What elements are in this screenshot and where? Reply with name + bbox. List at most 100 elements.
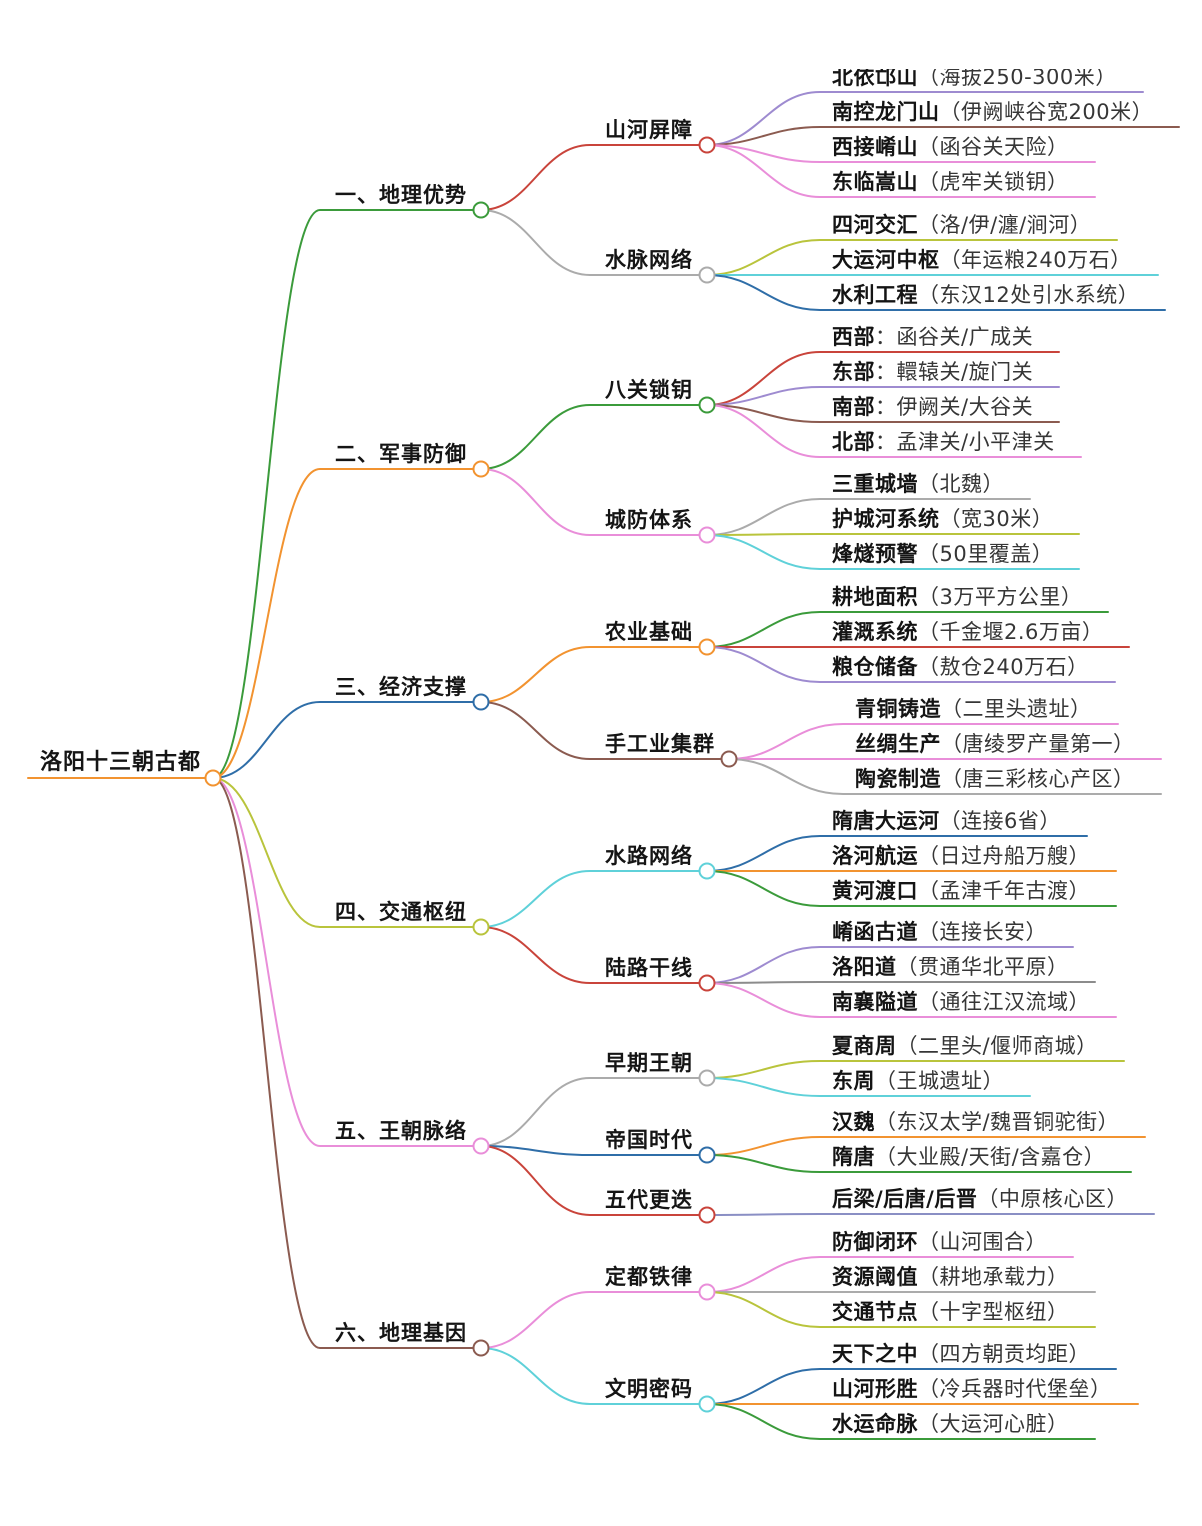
subtopic-connector bbox=[480, 1291, 708, 1349]
leaf-key: 夏商周 bbox=[832, 1034, 897, 1058]
leaf-item: 山河形胜（冷兵器时代堡垒） bbox=[832, 1377, 1112, 1401]
leaf-desc: （中原核心区） bbox=[977, 1187, 1128, 1211]
leaf-desc: （唐绫罗产量第一） bbox=[941, 732, 1135, 756]
leaf-desc: （50里覆盖） bbox=[918, 542, 1054, 566]
leaf-desc: （孟津千年古渡） bbox=[918, 879, 1090, 903]
leaf-connector bbox=[706, 870, 1117, 907]
leaf-connector bbox=[728, 758, 1162, 795]
leaf-item: 黄河渡口（孟津千年古渡） bbox=[832, 879, 1090, 903]
leaf-connector bbox=[706, 1213, 1155, 1216]
leaf-key: 南控龙门山 bbox=[832, 100, 940, 124]
leaf-item: 后梁/后唐/后晋（中原核心区） bbox=[832, 1187, 1128, 1211]
leaf-connector bbox=[706, 981, 1096, 984]
leaf-item: 防御闭环（山河围合） bbox=[832, 1230, 1047, 1254]
leaf-connector bbox=[706, 144, 1096, 163]
leaf-desc: （王城遗址） bbox=[875, 1069, 1004, 1093]
leaf-item: 西部：函谷关/广成关 bbox=[832, 325, 1033, 349]
leaf-key: 交通节点 bbox=[832, 1300, 918, 1324]
leaf-desc: （虎牢关锁钥） bbox=[918, 170, 1069, 194]
node-circle bbox=[698, 136, 716, 154]
leaf-item: 夏商周（二里头/偃师商城） bbox=[832, 1034, 1098, 1058]
leaf-item: 丝绸生产（唐绫罗产量第一） bbox=[855, 732, 1135, 756]
leaf-key: 西接崤山 bbox=[832, 135, 918, 159]
main-topic-connector bbox=[212, 777, 482, 928]
leaf-connector bbox=[706, 404, 1082, 458]
leaf-connector bbox=[706, 611, 1109, 648]
leaf-connector bbox=[706, 1368, 1117, 1405]
node-circle bbox=[698, 266, 716, 284]
leaf-item: 耕地面积（3万平方公里） bbox=[832, 585, 1082, 609]
leaf-desc: ：轘辕关/旋门关 bbox=[875, 360, 1034, 384]
subtopic-early-dynasties: 早期王朝 bbox=[605, 1051, 693, 1075]
leaf-desc: （大业殿/天街/含嘉仓） bbox=[875, 1145, 1106, 1169]
subtopic-five-dynasties: 五代更迭 bbox=[605, 1188, 693, 1212]
leaf-key: 后梁/后唐/后晋 bbox=[832, 1187, 978, 1211]
leaf-item: 天下之中（四方朝贡均距） bbox=[832, 1342, 1090, 1366]
subtopic-water-network: 水脉网络 bbox=[605, 248, 693, 272]
subtopic-connector bbox=[480, 468, 708, 536]
leaf-key: 天下之中 bbox=[832, 1342, 918, 1366]
main-topic-military: 二、军事防御 bbox=[335, 442, 467, 466]
node-circles bbox=[204, 136, 738, 1413]
leaf-item: 资源阈值（耕地承载力） bbox=[832, 1265, 1069, 1289]
subtopic-city-defense: 城防体系 bbox=[605, 508, 693, 532]
leaf-key: 东部 bbox=[832, 360, 875, 384]
leaf-key: 三重城墙 bbox=[832, 472, 918, 496]
leaf-item: 东周（王城遗址） bbox=[832, 1069, 1004, 1093]
leaf-key: 水利工程 bbox=[832, 283, 918, 307]
leaf-connector bbox=[706, 1136, 1146, 1156]
leaf-key: 防御闭环 bbox=[832, 1230, 918, 1254]
node-circle bbox=[698, 1395, 716, 1413]
leaf-desc: ：伊阙关/大谷关 bbox=[875, 395, 1034, 419]
node-circle bbox=[472, 1137, 490, 1155]
leaf-connector bbox=[706, 126, 1180, 146]
leaf-key: 崤函古道 bbox=[832, 920, 918, 944]
leaf-key: 灌溉系统 bbox=[832, 620, 918, 644]
leaf-item: 陶瓷制造（唐三彩核心产区） bbox=[855, 767, 1135, 791]
leaf-desc: （贯通华北平原） bbox=[896, 955, 1069, 979]
leaf-desc: （函谷关天险） bbox=[918, 135, 1069, 159]
leaf-key: 黄河渡口 bbox=[832, 879, 918, 903]
subtopic-handicraft: 手工业集群 bbox=[605, 732, 715, 756]
leaf-key: 东周 bbox=[832, 1069, 875, 1093]
leaf-key: 丝绸生产 bbox=[855, 732, 941, 756]
leaf-item: 青铜铸造（二里头遗址） bbox=[855, 697, 1092, 721]
node-circle bbox=[720, 750, 738, 768]
leaf-desc: （十字型枢纽） bbox=[918, 1300, 1069, 1324]
node-circle bbox=[698, 1206, 716, 1224]
leaf-key: 隋唐大运河 bbox=[832, 809, 940, 833]
leaf-desc: （敖仓240万石） bbox=[918, 655, 1089, 679]
subtopic-connector bbox=[480, 144, 708, 211]
leaf-key: 山河形胜 bbox=[832, 1377, 918, 1401]
leaf-key: 汉魏 bbox=[832, 1110, 875, 1134]
leaf-connector bbox=[706, 1060, 1125, 1079]
leaf-desc: （四方朝贡均距） bbox=[918, 1342, 1090, 1366]
leaf-connector bbox=[706, 1154, 1132, 1173]
subtopic-mountain-river-barrier: 山河屏障 bbox=[605, 118, 693, 142]
main-topic-transport: 四、交通枢纽 bbox=[335, 900, 467, 924]
leaf-item: 四河交汇（洛/伊/瀍/涧河） bbox=[832, 213, 1091, 237]
subtopic-imperial-era: 帝国时代 bbox=[605, 1128, 693, 1152]
node-circle bbox=[698, 1069, 716, 1087]
leaf-connector bbox=[706, 534, 1080, 570]
leaf-desc: （二里头/偃师商城） bbox=[896, 1034, 1098, 1058]
leaf-connector bbox=[706, 646, 1116, 683]
main-topic-connector bbox=[212, 468, 482, 779]
leaf-item: 汉魏（东汉太学/魏晋铜驼街） bbox=[832, 1110, 1119, 1134]
leaf-desc: （东汉12处引水系统） bbox=[918, 283, 1140, 307]
leaf-key: 大运河中枢 bbox=[832, 248, 940, 272]
image-crop-edge bbox=[0, 0, 1202, 69]
leaf-connector bbox=[728, 723, 1119, 760]
node-circle bbox=[472, 693, 490, 711]
node-circle bbox=[698, 1146, 716, 1164]
leaf-item: 西接崤山（函谷关天险） bbox=[832, 135, 1069, 159]
node-circle bbox=[698, 1283, 716, 1301]
node-circle bbox=[698, 974, 716, 992]
leaf-key: 青铜铸造 bbox=[855, 697, 941, 721]
node-circle bbox=[698, 638, 716, 656]
leaf-desc: （宽30米） bbox=[939, 507, 1054, 531]
leaf-item: 南部：伊阙关/大谷关 bbox=[832, 395, 1033, 419]
subtopic-capital-rules: 定都铁律 bbox=[605, 1265, 693, 1289]
